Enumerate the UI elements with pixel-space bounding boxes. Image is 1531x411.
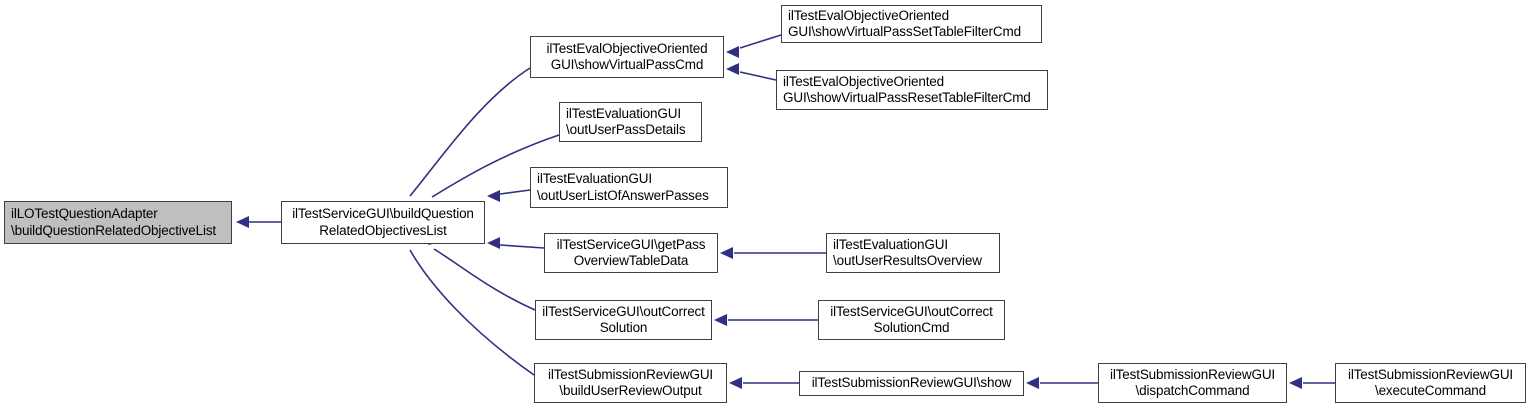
node-label-line1: ilTestSubmissionReviewGUI: [547, 366, 714, 382]
graph-arrowhead-n13-to-n12: [1026, 377, 1039, 389]
node-label-line2: Solution: [599, 320, 648, 335]
graph-arrowhead-n1-to-n0: [236, 216, 249, 228]
node-label-line2: GUI\showVirtualPassResetTableFilterCmd: [783, 90, 1031, 105]
graph-node-n11[interactable]: ilTestSubmissionReviewGUI\buildUserRevie…: [534, 363, 727, 403]
node-label-line1: ilTestServiceGUI\buildQuestion: [292, 206, 474, 221]
graph-arrowhead-n12-to-n11: [729, 377, 742, 389]
node-label-line2: \dispatchCommand: [1135, 383, 1250, 398]
node-label-line2: \outUserListOfAnswerPasses: [537, 187, 709, 203]
node-label-line1: ilTestEvalObjectiveOriented: [788, 7, 950, 23]
node-label-line1: ilTestEvaluationGUI: [537, 171, 652, 186]
graph-edge-n2-to-n1: [409, 67, 531, 197]
graph-edge-n4-to-n2: [739, 71, 777, 81]
node-label-line2: SolutionCmd: [873, 320, 950, 335]
graph-node-n12[interactable]: ilTestSubmissionReviewGUI\show: [799, 371, 1024, 396]
node-label-line2: \executeCommand: [1374, 383, 1487, 398]
node-label-line1: ilTestServiceGUI\getPass: [556, 236, 706, 252]
graph-edge-n6-to-n1: [499, 189, 531, 195]
node-label-line2: \buildQuestionRelatedObjectiveList: [11, 222, 217, 238]
graph-node-n5[interactable]: ilTestEvaluationGUI\outUserPassDetails: [559, 102, 702, 142]
node-label-line2: \buildUserReviewOutput: [559, 383, 702, 398]
graph-arrowhead-n6-to-n1: [487, 190, 500, 202]
graph-node-n6[interactable]: ilTestEvaluationGUI\outUserListOfAnswerP…: [530, 167, 728, 208]
graph-edge-n7-to-n1: [499, 244, 545, 249]
node-label-line2: \outUserPassDetails: [566, 122, 686, 137]
node-label-line1: ilTestSubmissionReviewGUI: [1347, 366, 1514, 382]
graph-node-n8[interactable]: ilTestEvaluationGUI\outUserResultsOvervi…: [826, 233, 1000, 273]
node-label-line2: \outUserResultsOverview: [833, 253, 982, 268]
graph-node-n0[interactable]: ilLOTestQuestionAdapter\buildQuestionRel…: [4, 201, 232, 244]
node-label-line1: ilTestSubmissionReviewGUI\show: [811, 375, 1012, 391]
node-label-line1: ilTestServiceGUI\outCorrect: [830, 303, 993, 319]
graph-edge-n11-to-n1: [409, 249, 535, 376]
graph-arrowhead-n7-to-n1: [487, 237, 500, 249]
node-label-line1: ilTestSubmissionReviewGUI: [1109, 366, 1276, 382]
graph-arrowhead-n8-to-n7: [720, 247, 733, 259]
node-label-line2: GUI\showVirtualPassSetTableFilterCmd: [788, 24, 1021, 39]
graph-edge-n9-to-n1: [433, 248, 536, 311]
node-label-line2: OverviewTableData: [573, 253, 689, 268]
node-label-line2: GUI\showVirtualPassCmd: [550, 57, 704, 72]
graph-node-n13[interactable]: ilTestSubmissionReviewGUI\dispatchComman…: [1098, 363, 1287, 403]
node-label-line1: ilTestEvaluationGUI: [833, 236, 948, 252]
graph-arrowhead-n14-to-n13: [1289, 377, 1302, 389]
node-label-line1: ilTestEvaluationGUI: [566, 105, 681, 121]
node-label-line1: ilTestEvalObjectiveOriented: [546, 40, 708, 56]
graph-edge-n3-to-n2: [739, 34, 782, 49]
graph-node-n14[interactable]: ilTestSubmissionReviewGUI\executeCommand: [1335, 363, 1526, 403]
graph-arrowhead-n3-to-n2: [726, 46, 739, 58]
node-label-line1: ilTestServiceGUI\outCorrect: [542, 303, 705, 319]
graph-arrowhead-n4-to-n2: [726, 63, 739, 75]
node-label-line1: ilLOTestQuestionAdapter: [11, 206, 158, 221]
graph-arrowhead-n10-to-n9: [714, 314, 727, 326]
node-label-line2: RelatedObjectivesList: [319, 222, 447, 238]
node-label-line1: ilTestEvalObjectiveOriented: [783, 73, 945, 89]
